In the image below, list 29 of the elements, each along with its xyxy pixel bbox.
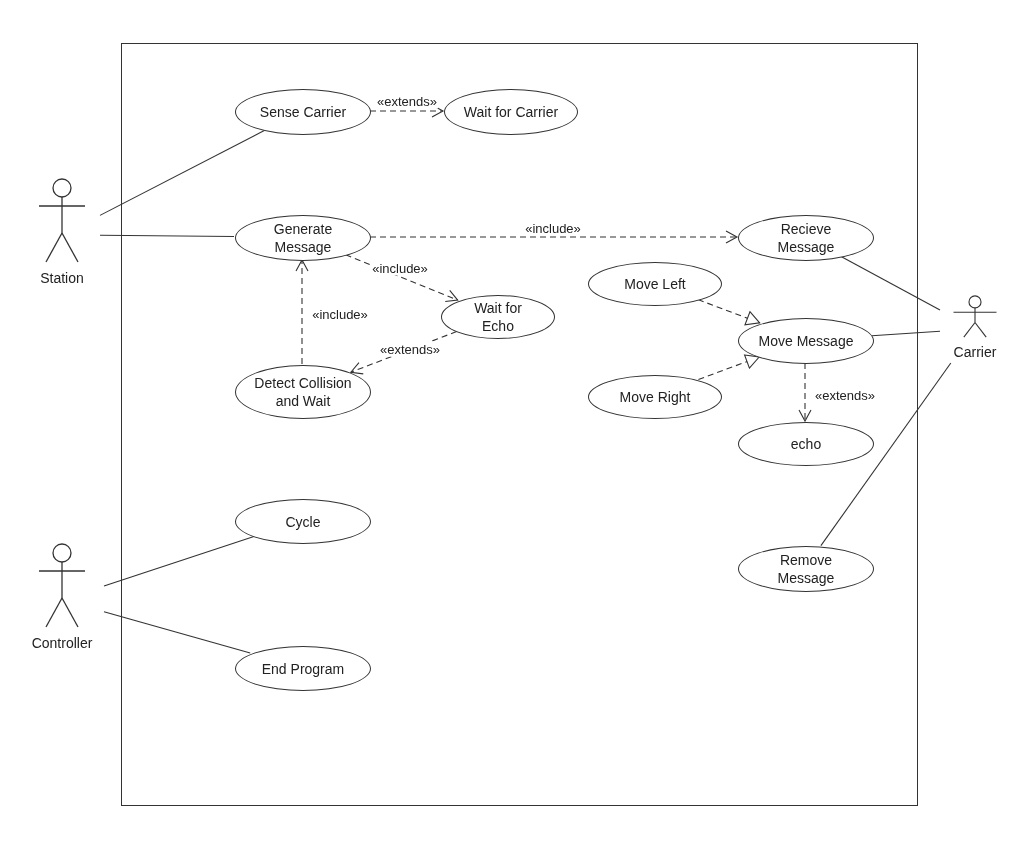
actor-name: Controller xyxy=(31,634,93,653)
association-line xyxy=(820,362,952,547)
association-line xyxy=(840,255,941,311)
use-case-name: Sense Carrier xyxy=(258,103,348,121)
use-case-name: Generate Message xyxy=(272,220,334,256)
use-case-name: echo xyxy=(789,435,823,453)
association-line xyxy=(103,611,251,654)
association-line xyxy=(99,129,266,216)
use-case-name: Move Right xyxy=(618,388,692,406)
dependency-arrow xyxy=(798,362,812,422)
use-case-name: Recieve Message xyxy=(776,220,836,256)
use-case-name: Move Left xyxy=(623,275,687,293)
use-case-name: Wait for Echo xyxy=(473,299,523,335)
association-line xyxy=(103,535,255,587)
edge-label: «extends» xyxy=(379,341,441,357)
system-boundary xyxy=(121,43,918,806)
dependency-arrow xyxy=(369,230,738,244)
use-case-name: Remove Message xyxy=(776,551,836,587)
use-case-name: Move Message xyxy=(757,332,855,350)
association-line xyxy=(871,330,941,337)
dependency-arrow xyxy=(697,354,760,381)
use-case-name: Wait for Carrier xyxy=(462,103,560,121)
use-case-name: Cycle xyxy=(284,512,322,531)
association-line xyxy=(99,234,235,237)
dependency-arrow xyxy=(295,259,309,365)
use-case-name: End Program xyxy=(260,659,346,678)
actor-name: Carrier xyxy=(953,343,997,362)
use-case-name: Detect Collision and Wait xyxy=(253,374,353,410)
actor-name: Station xyxy=(40,269,84,288)
